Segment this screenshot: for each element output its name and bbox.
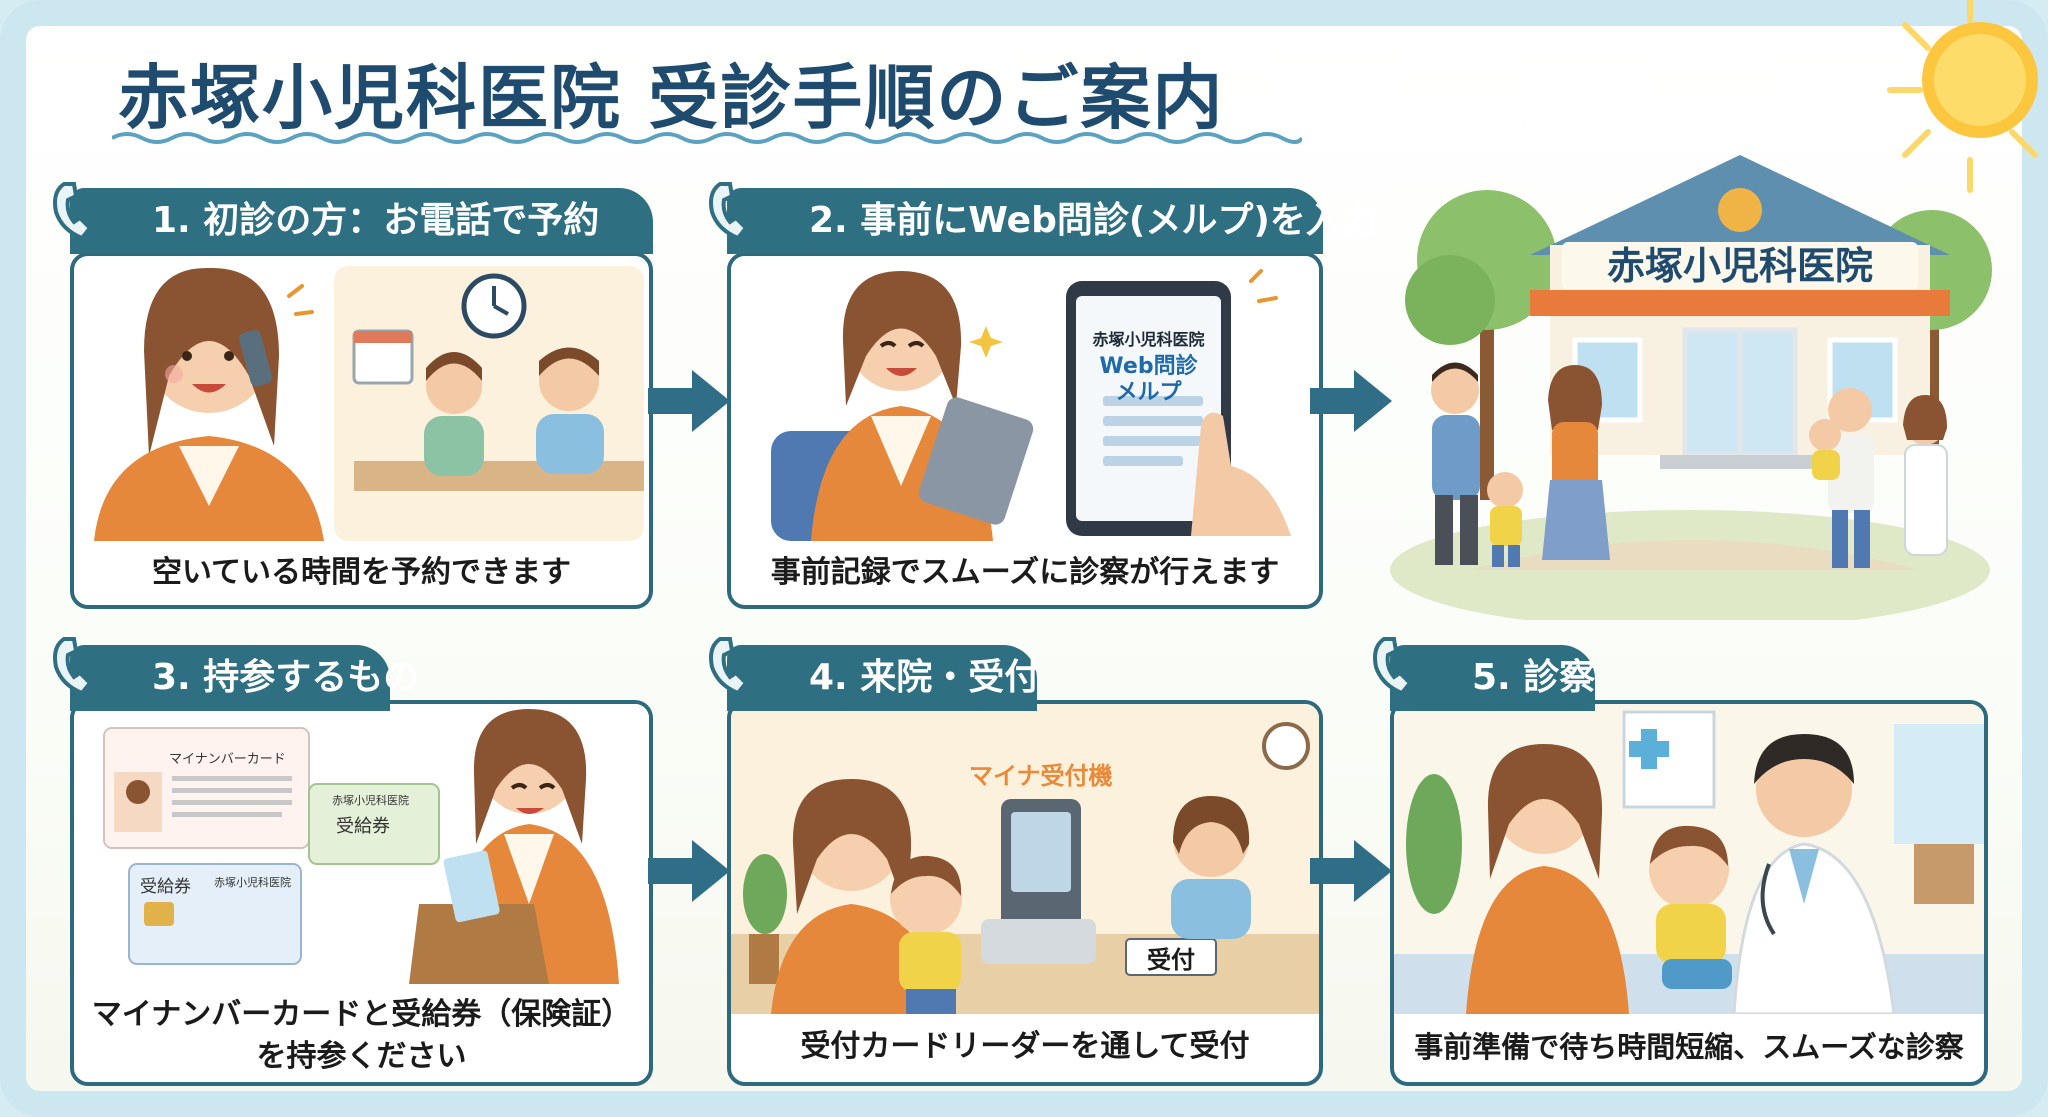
step-1-card: 空いている時間を予約できます — [70, 252, 653, 609]
step-2-tab: 2. 事前にWeb問診(メルプ)を入力 — [727, 188, 1378, 254]
card-mynumber-label: マイナンバーカード — [169, 752, 286, 767]
arrow-right-icon — [648, 840, 730, 902]
arrow-right-icon — [1310, 840, 1392, 902]
step-5-tab: 5. 診察 — [1390, 645, 1595, 711]
card-kyukyu-blue-label: 受給券 — [140, 877, 191, 897]
tablet-melp: メルプ — [1115, 380, 1182, 405]
phone-icon — [709, 182, 749, 241]
step-5-card: 事前準備で待ち時間短縮、スムーズな診察 — [1390, 700, 1988, 1086]
step-1-illustration — [74, 256, 649, 541]
step-2-illustration: 赤塚小児科医院 Web問診 メルプ — [731, 256, 1319, 541]
step-3-illustration: マイナンバーカード 赤塚小児科医院 受給券 受給券 赤塚小児科医院 — [74, 704, 649, 984]
step-4-card: マイナ受付機 受付 受付カードリーダーを通して受付 — [727, 700, 1323, 1086]
arrow-right-icon — [1310, 370, 1392, 432]
machine-label: マイナ受付機 — [969, 762, 1113, 790]
step-5-illustration — [1394, 704, 1984, 1014]
reception-desk-sign: 受付 — [1147, 946, 1195, 974]
phone-icon — [1373, 637, 1413, 696]
card-kyukyu-green-clinic: 赤塚小児科医院 — [332, 794, 409, 807]
step-4-caption: 受付カードリーダーを通して受付 — [800, 1029, 1250, 1064]
clinic-building-illustration: 赤塚小児科医院 — [1380, 150, 2000, 630]
tablet-web-monshin: Web問診 — [1099, 354, 1198, 379]
step-3-tab: 3. 持参するもの — [70, 645, 419, 711]
page-title: 赤塚小児科医院 受診手順のご案内 — [118, 57, 1225, 139]
step-3-caption-line1: マイナンバーカードと受給券（保険証） — [91, 997, 632, 1032]
step-2-card: 赤塚小児科医院 Web問診 メルプ 事前記録でスムーズに診察が行えます — [727, 252, 1323, 609]
phone-icon — [709, 637, 749, 696]
card-kyukyu-green-label: 受給券 — [336, 816, 390, 837]
sun-icon — [1887, 0, 2038, 193]
card-kyukyu-blue-clinic: 赤塚小児科医院 — [214, 876, 291, 889]
step-3-caption-line2: を持参ください — [256, 1039, 467, 1074]
step-2-caption: 事前記録でスムーズに診察が行えます — [770, 555, 1280, 590]
phone-icon — [53, 637, 93, 696]
step-5-caption: 事前準備で待ち時間短縮、スムーズな診察 — [1414, 1030, 1964, 1064]
step-3-card: マイナンバーカード 赤塚小児科医院 受給券 受給券 赤塚小児科医院 マイナンバー… — [70, 700, 653, 1086]
arrow-right-icon — [648, 370, 730, 432]
step-1-caption: 空いている時間を予約できます — [151, 555, 572, 590]
clinic-sign: 赤塚小児科医院 — [1562, 242, 1918, 290]
title-underline — [112, 132, 1302, 144]
step-4-illustration: マイナ受付機 受付 — [731, 704, 1319, 1014]
step-4-tab: 4. 来院・受付 — [727, 645, 1040, 711]
tablet-clinic-name: 赤塚小児科医院 — [1092, 330, 1205, 349]
step-1-tab: 1. 初診の方：お電話で予約 — [70, 188, 653, 254]
phone-icon — [53, 182, 93, 241]
